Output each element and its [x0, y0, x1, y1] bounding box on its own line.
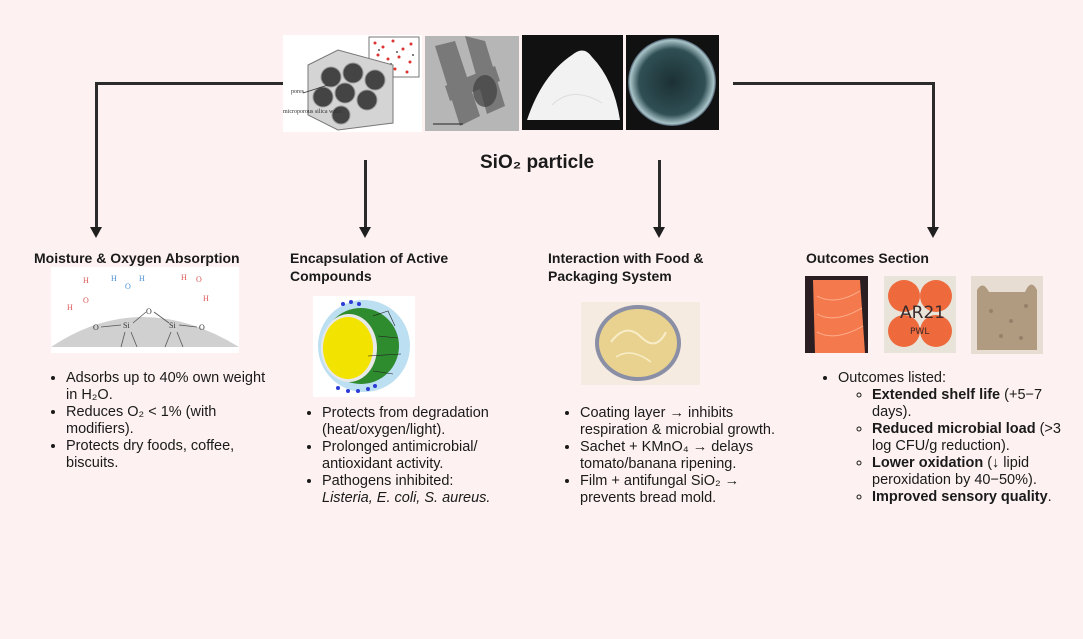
svg-text:Si: Si — [169, 321, 176, 330]
arrow-down-icon — [653, 227, 665, 238]
svg-text:H: H — [139, 274, 145, 283]
arrow-down-icon — [359, 227, 371, 238]
svg-text:O: O — [196, 275, 202, 284]
svg-text:O: O — [93, 323, 99, 332]
silica-sphere-image — [626, 35, 719, 130]
connector-left-horizontal — [95, 82, 283, 85]
outcome-detail: (>3 log CFU/g reduction). — [872, 421, 1061, 454]
section-title-moisture: Moisture & Oxygen Absorption — [34, 250, 240, 266]
arrow-down-icon — [927, 227, 939, 238]
outcome-title: Reduced microbial load — [872, 421, 1036, 437]
interaction-bullet-list: Coating layer → inhibits respiration & m… — [562, 405, 790, 507]
pores-label: pores — [291, 89, 305, 95]
walls-label: microporous silica walls — [283, 109, 342, 115]
list-item: Protects from degradation (heat/oxygen/l… — [322, 405, 532, 439]
outcome-title: Improved sensory quality — [872, 489, 1048, 505]
connector-left-vertical — [95, 82, 98, 230]
outcome-detail: . — [1047, 489, 1052, 505]
outcomes-sub-list: Extended shelf life (+5−7 days). Reduced… — [838, 387, 1068, 506]
list-item: Outcomes listed: Extended shelf life (+5… — [838, 370, 1068, 506]
list-item: Lower oxidation (↓ lipid peroxidation by… — [872, 455, 1068, 489]
list-item: Prolonged antimicrobial/ antioxidant act… — [322, 439, 532, 473]
silica-powder-image — [522, 35, 623, 130]
svg-text:H: H — [181, 273, 187, 282]
section-title-interaction: Interaction with Food & Packaging System — [548, 250, 704, 284]
section-title-encapsulation: Encapsulation of Active Compounds — [290, 250, 449, 284]
tem-micrograph-image — [425, 36, 519, 131]
list-item: Pathogens inhibited:Listeria, E. coli, S… — [322, 473, 532, 507]
list-item: Sachet + KMnO₄ → delays tomato/banana ri… — [580, 439, 790, 473]
tray-label: AR21 — [900, 303, 945, 323]
outcome-title: Extended shelf life — [872, 387, 1001, 403]
svg-text:H: H — [111, 274, 117, 283]
center-title: SiO₂ particle — [480, 152, 595, 173]
connector-center-left-vertical — [364, 160, 367, 230]
outcomes-bullet-list: Outcomes listed: Extended shelf life (+5… — [820, 370, 1068, 506]
svg-text:H: H — [203, 294, 209, 303]
svg-text:Si: Si — [123, 321, 130, 330]
tomato-tray-photo: AR21 PWL — [884, 276, 956, 353]
salmon-photo — [805, 276, 868, 353]
connector-right-horizontal — [733, 82, 935, 85]
list-item: Reduces O₂ < 1% (with modifiers). — [66, 404, 276, 438]
coated-food-image — [581, 302, 700, 385]
outcome-detail: (↓ lipid peroxidation by 40−50%). — [872, 455, 1037, 488]
tray-sublabel: PWL — [910, 327, 929, 337]
svg-text:H: H — [83, 276, 89, 285]
connector-center-right-vertical — [658, 160, 661, 230]
encapsulation-bullet-list: Protects from degradation (heat/oxygen/l… — [304, 405, 532, 507]
outcome-title: Lower oxidation — [872, 455, 984, 471]
list-item: Reduced microbial load (>3 log CFU/g red… — [872, 421, 1068, 455]
svg-text:H: H — [67, 303, 73, 312]
list-item: Adsorbs up to 40% own weight in H₂O. — [66, 370, 276, 404]
bread-bag-photo — [971, 276, 1043, 354]
encapsulation-particle-image — [313, 296, 415, 397]
pathogens-list: Listeria, E. coli, S. aureus. — [322, 490, 491, 506]
pathogens-label: Pathogens inhibited: — [322, 473, 454, 489]
mesoporous-structure-image: pores microporous silica walls — [283, 35, 422, 132]
list-item: Film + antifungal SiO₂ → prevents bread … — [580, 473, 790, 507]
list-item: Protects dry foods, coffee, biscuits. — [66, 438, 276, 472]
outcomes-lead: Outcomes listed: — [838, 370, 946, 386]
moisture-bullet-list: Adsorbs up to 40% own weight in H₂O. Red… — [48, 370, 276, 472]
svg-text:O: O — [83, 296, 89, 305]
section-title-outcomes: Outcomes Section — [806, 250, 929, 266]
svg-text:O: O — [146, 307, 152, 316]
connector-right-vertical — [932, 82, 935, 230]
list-item: Coating layer → inhibits respiration & m… — [580, 405, 790, 439]
list-item: Improved sensory quality. — [872, 489, 1068, 506]
arrow-down-icon — [90, 227, 102, 238]
list-item: Extended shelf life (+5−7 days). — [872, 387, 1068, 421]
svg-text:O: O — [125, 282, 131, 291]
svg-text:O: O — [199, 323, 205, 332]
outcome-detail: (+5−7 days). — [872, 387, 1043, 420]
